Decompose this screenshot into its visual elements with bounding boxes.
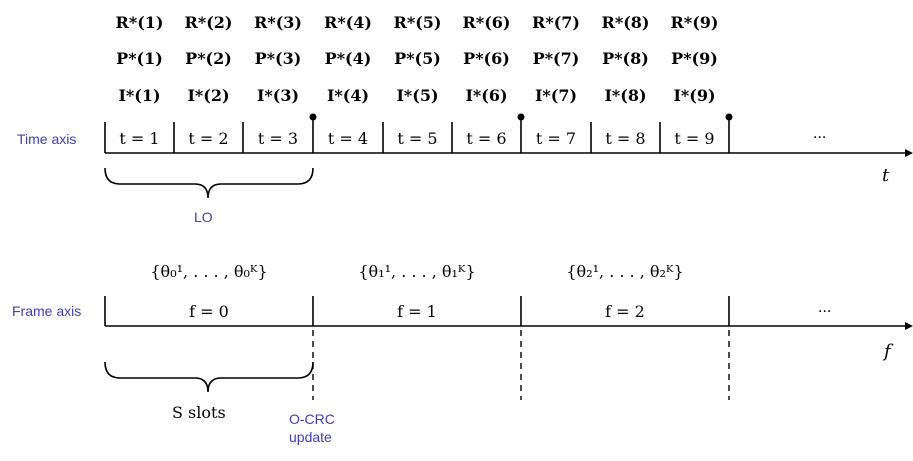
time-slot-label: t = 4 (328, 129, 368, 148)
frame-axis-ticks (104, 296, 730, 400)
frame-labels: f = 0 f = 1 f = 2 (189, 302, 645, 321)
s-slots-label: S slots (172, 403, 226, 422)
state-label: I*(1) (118, 86, 160, 105)
state-label: I*(8) (604, 86, 646, 105)
lo-label: LO (194, 209, 213, 225)
lo-brace (104, 167, 314, 199)
time-slot-label: t = 3 (258, 129, 298, 148)
state-label: P*(7) (533, 49, 580, 68)
time-axis-label: Time axis (17, 131, 76, 147)
time-slot-label: t = 5 (397, 129, 437, 148)
state-label: R*(8) (602, 13, 650, 32)
frame-label: f = 0 (189, 302, 229, 321)
frame-axis-variable: f (882, 341, 894, 362)
state-label: R*(1) (116, 13, 164, 32)
state-label: R*(5) (394, 13, 442, 32)
state-label: R*(9) (671, 13, 719, 32)
time-axis-ticks (104, 113, 733, 153)
state-label: I*(7) (535, 86, 577, 105)
state-label: R*(7) (532, 13, 580, 32)
frame-axis-arrowhead (905, 322, 913, 330)
frame-label: f = 2 (605, 302, 645, 321)
state-label: P*(1) (116, 49, 163, 68)
time-slot-label: t = 6 (466, 129, 506, 148)
frame-parameter-set: {θ₀¹, . . . , θ₀ᴷ} (150, 262, 267, 281)
state-label: P*(4) (325, 49, 372, 68)
frame-axis-ellipsis: ··· (818, 304, 831, 320)
ocrc-label-line1: O-CRC (289, 411, 335, 427)
state-label: P*(3) (255, 49, 302, 68)
frame-parameter-sets: {θ₀¹, . . . , θ₀ᴷ} {θ₁¹, . . . , θ₁ᴷ} {θ₂¹… (150, 262, 683, 281)
time-slot-labels: t = 1 t = 2 t = 3 t = 4 t = 5 t = 6 t = 7 t = 8… (119, 129, 714, 148)
state-label: P*(6) (463, 49, 510, 68)
frame-parameter-set: {θ₂¹, . . . , θ₂ᴷ} (566, 262, 683, 281)
state-label: P*(8) (602, 49, 649, 68)
state-label: I*(6) (465, 86, 507, 105)
state-label: P*(5) (394, 49, 441, 68)
s-slots-brace (104, 361, 314, 393)
time-slot-label: t = 7 (536, 129, 576, 148)
time-slot-label: t = 2 (188, 129, 228, 148)
frame-parameter-set: {θ₁¹, . . . , θ₁ᴷ} (358, 262, 475, 281)
ocrc-label-line2: update (289, 429, 332, 445)
state-label: I*(4) (327, 86, 369, 105)
state-label: R*(6) (463, 13, 511, 32)
frame-label: f = 1 (397, 302, 437, 321)
time-axis-ellipsis: ··· (813, 130, 826, 146)
frame-boundary-dot (309, 113, 317, 121)
frame-axis-label: Frame axis (12, 303, 81, 319)
time-axis-variable: t (882, 165, 890, 186)
time-slot-label: t = 1 (119, 129, 159, 148)
state-label: R*(2) (185, 13, 233, 32)
state-label: P*(2) (185, 49, 232, 68)
time-slot-label: t = 8 (605, 129, 645, 148)
time-axis-arrowhead (905, 149, 913, 157)
state-label: R*(4) (324, 13, 372, 32)
state-label: P*(9) (671, 49, 718, 68)
frame-boundary-dot (517, 113, 525, 121)
time-row-labels: R*(1) R*(2) R*(3) R*(4) R*(5) R*(6) R*(7) R*(8)… (116, 13, 719, 105)
frame-boundary-dot (725, 113, 733, 121)
state-label: I*(5) (396, 86, 438, 105)
time-slot-label: t = 9 (674, 129, 714, 148)
state-label: R*(3) (254, 13, 302, 32)
state-label: I*(9) (673, 86, 715, 105)
state-label: I*(3) (257, 86, 299, 105)
state-label: I*(2) (187, 86, 229, 105)
